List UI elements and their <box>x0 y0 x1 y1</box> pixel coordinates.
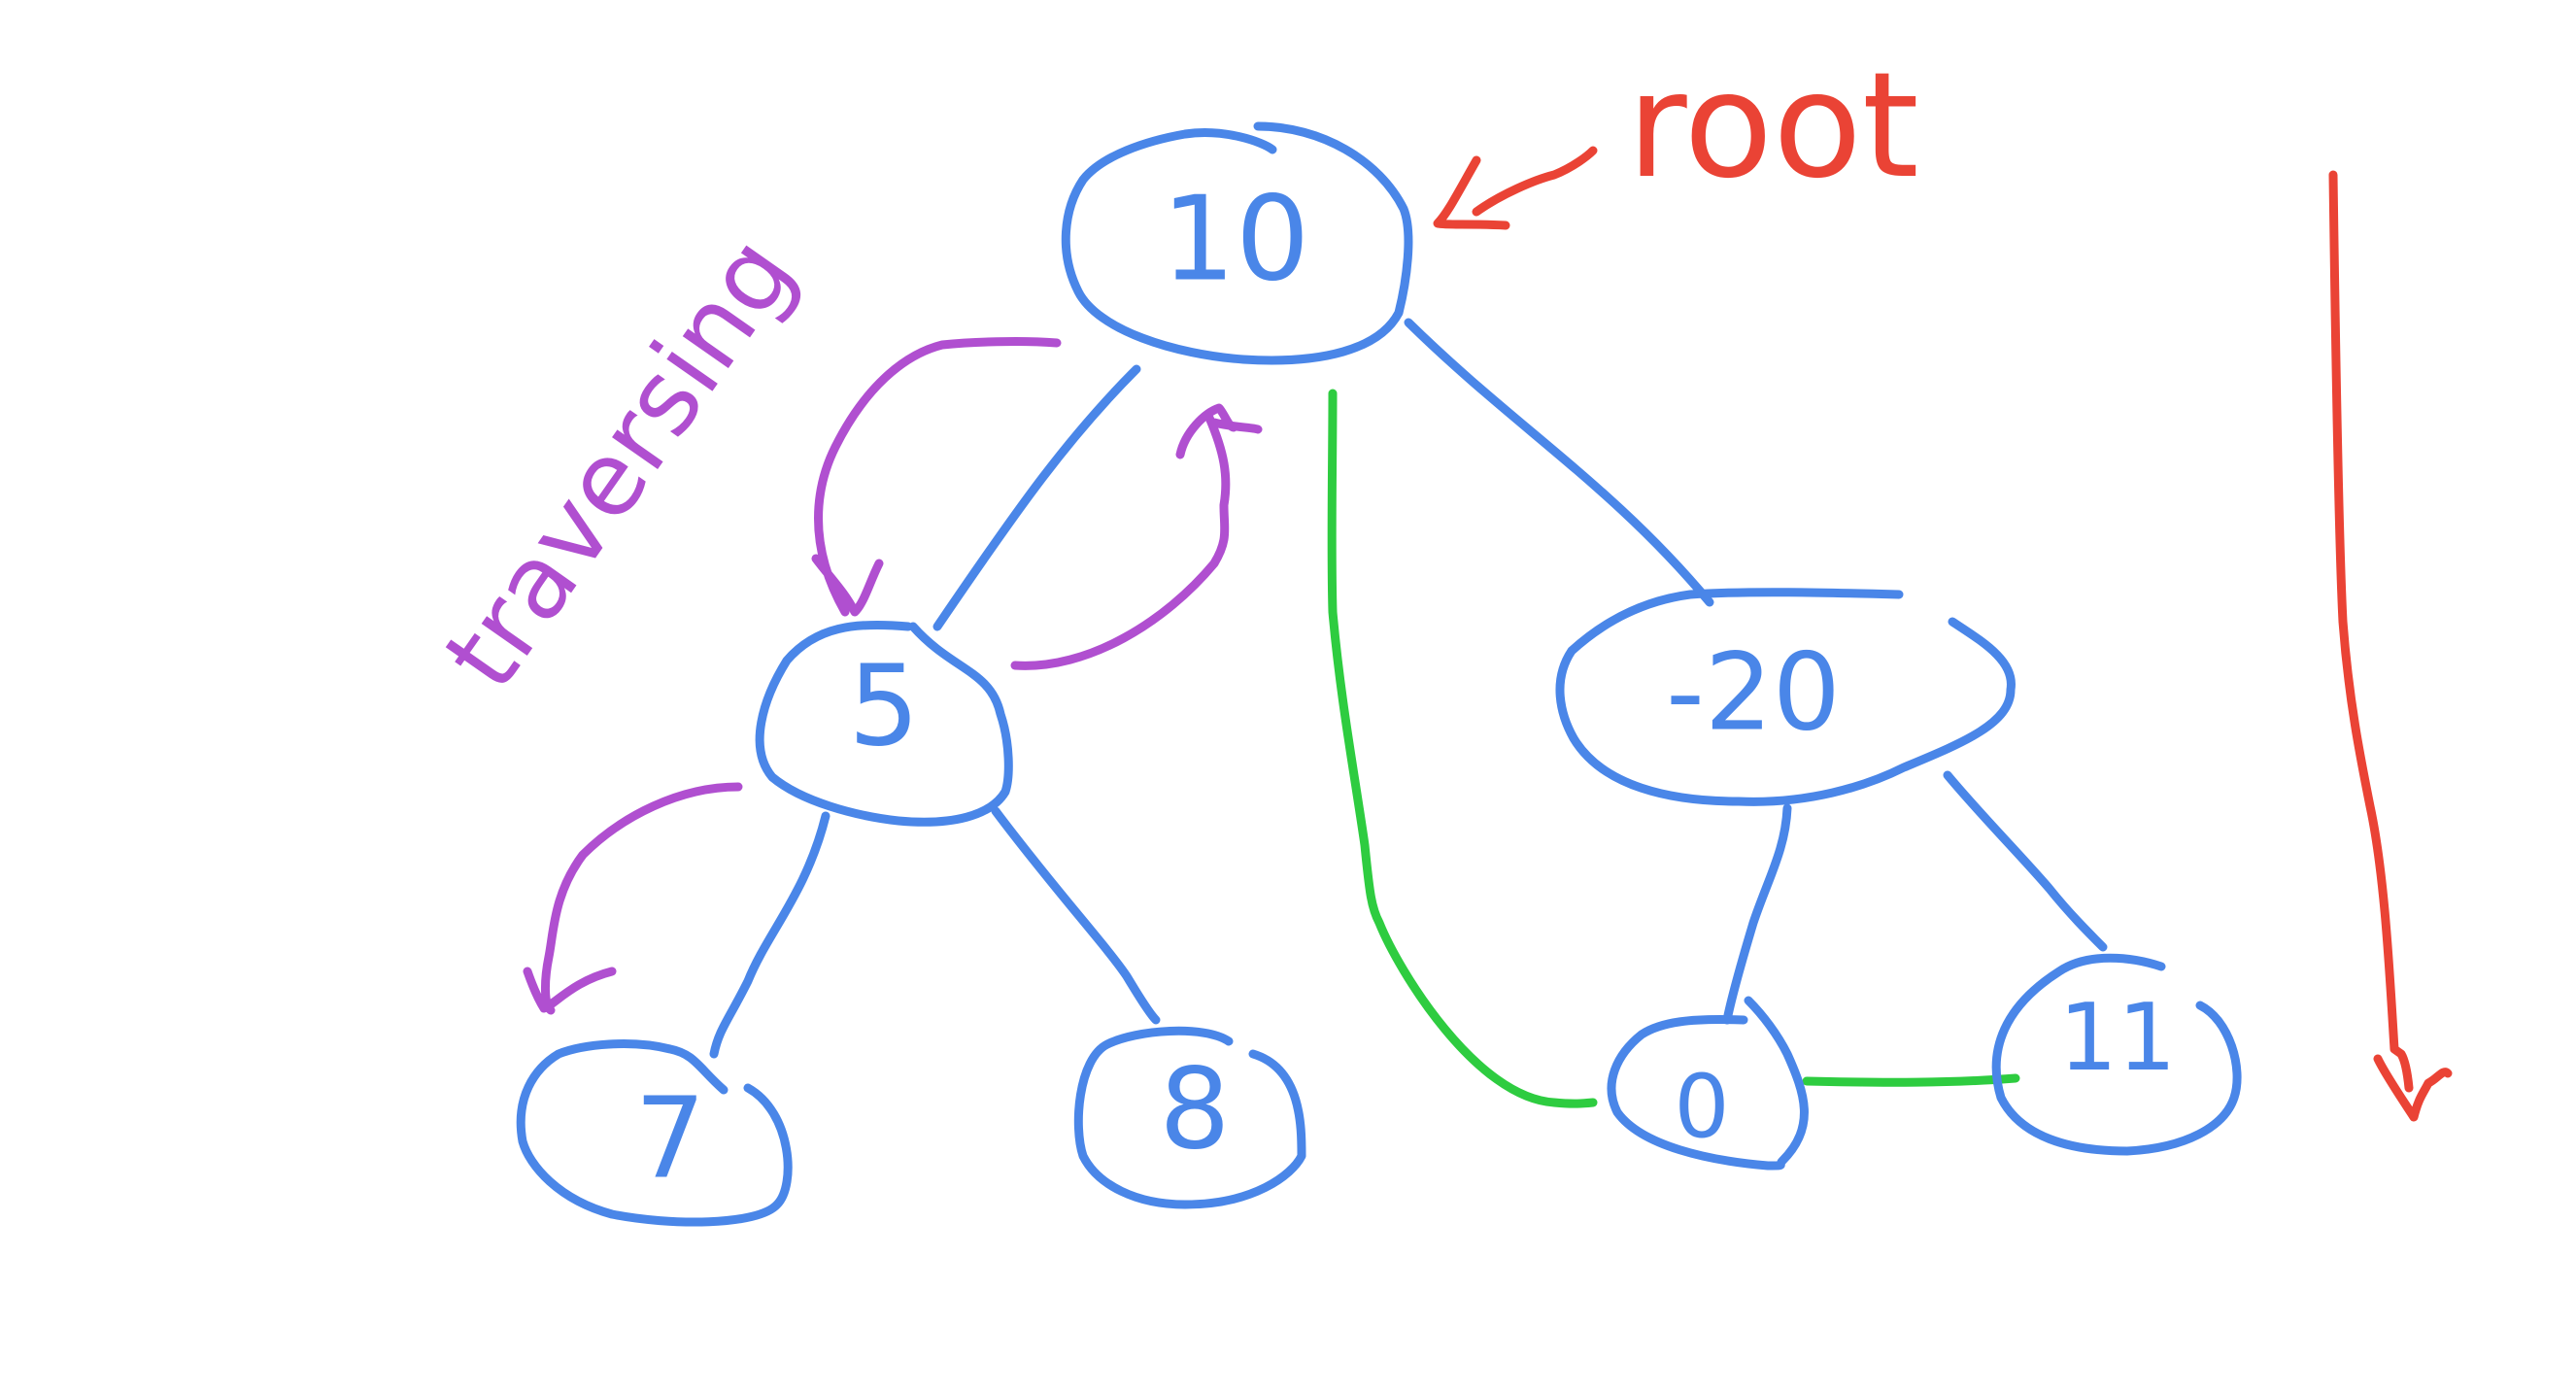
traversal-direction-arrow <box>2328 170 2453 1122</box>
edge-neg20-to-11 <box>1943 770 2108 952</box>
tree-node-5: 5 <box>755 620 1013 827</box>
tree-node-11: 11 <box>1991 953 2242 1156</box>
tree-node-0: 0 <box>1607 996 1809 1171</box>
node-label-neg20: -20 <box>1666 629 1841 754</box>
node-outline-0 <box>1607 996 1809 1171</box>
traverse-arrow-10-to-5 <box>811 337 1062 617</box>
tree-nodes: 10 5 -20 7 8 0 11 <box>516 121 2242 1227</box>
edge-10-to-neg20 <box>1404 318 1714 607</box>
root-pointer-arrow <box>1433 146 1598 230</box>
node-label-10: 10 <box>1162 173 1310 308</box>
node-outline-neg20 <box>1555 588 2016 806</box>
tree-node-neg20: -20 <box>1555 588 2016 806</box>
node-outline-7 <box>516 1039 793 1227</box>
node-label-7: 7 <box>634 1074 705 1205</box>
node-outline-5 <box>755 620 1013 827</box>
tree-edges <box>709 318 2108 1059</box>
traverse-arrow-5-to-7 <box>523 782 743 1015</box>
node-label-5: 5 <box>848 642 919 772</box>
node-outline-8 <box>1073 1026 1306 1209</box>
node-outline-10 <box>1061 121 1413 365</box>
edge-5-to-8 <box>991 806 1161 1025</box>
highlight-path-0-to-11 <box>1802 1073 2020 1087</box>
node-label-8: 8 <box>1159 1045 1230 1175</box>
edge-5-to-7 <box>709 811 830 1059</box>
edge-10-to-5 <box>932 364 1141 631</box>
tree-node-7: 7 <box>516 1039 793 1227</box>
edge-neg20-to-0 <box>1722 803 1792 1025</box>
tree-node-8: 8 <box>1073 1026 1306 1209</box>
node-label-0: 0 <box>1674 1056 1729 1158</box>
node-label-11: 11 <box>2059 985 2177 1092</box>
traverse-arrow-5-to-10 <box>1010 403 1263 670</box>
highlight-path <box>1327 389 2020 1108</box>
root-label: root <box>1627 42 1919 211</box>
traverse-label: traversing <box>422 216 817 710</box>
highlight-path-10-to-0 <box>1327 389 1598 1108</box>
node-outline-11 <box>1991 953 2242 1156</box>
tree-node-10: 10 <box>1061 121 1413 365</box>
root-annotation: root <box>1433 42 2453 1122</box>
